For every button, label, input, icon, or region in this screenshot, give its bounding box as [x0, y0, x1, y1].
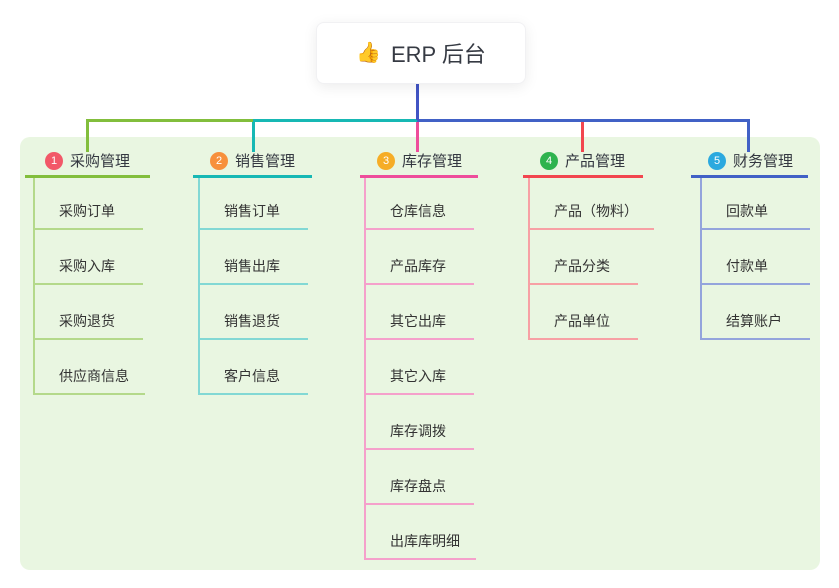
connector-bus-mid [253, 119, 419, 122]
branch-head-finance[interactable]: 5 财务管理 [708, 150, 793, 171]
child-node[interactable]: 其它出库 [366, 285, 474, 340]
branch-underline [360, 175, 478, 178]
child-node[interactable]: 采购入库 [35, 230, 143, 285]
branch-children-purchase: 采购订单采购入库采购退货供应商信息 [33, 178, 145, 395]
child-node[interactable]: 付款单 [702, 230, 810, 285]
branch-underline [25, 175, 150, 178]
branch-title-product: 产品管理 [565, 153, 626, 170]
child-node[interactable]: 销售出库 [200, 230, 308, 285]
branch-head-sales[interactable]: 2 销售管理 [210, 150, 295, 171]
branch-title-inventory: 库存管理 [402, 153, 463, 170]
child-node[interactable]: 采购退货 [35, 285, 143, 340]
child-node[interactable]: 客户信息 [200, 340, 308, 395]
root-node[interactable]: 👍 ERP 后台 [316, 22, 526, 84]
badge-1-icon: 1 [45, 151, 63, 170]
child-node[interactable]: 采购订单 [35, 178, 143, 230]
branch-underline [523, 175, 643, 178]
badge-5-icon: 5 [708, 151, 726, 170]
branch-title-sales: 销售管理 [235, 153, 296, 170]
child-node[interactable]: 其它入库 [366, 340, 474, 395]
connector-drop-inventory [416, 122, 419, 152]
connector-root-line [416, 82, 419, 120]
branch-children-sales: 销售订单销售出库销售退货客户信息 [198, 178, 308, 395]
branch-underline [193, 175, 312, 178]
connector-drop-sales [252, 119, 255, 152]
root-title: ERP 后台 [390, 42, 486, 67]
child-node[interactable]: 出库库明细 [366, 505, 476, 560]
connector-drop-purchase [86, 119, 89, 152]
branch-head-product[interactable]: 4 产品管理 [540, 150, 625, 171]
branch-children-inventory: 仓库信息产品库存其它出库其它入库库存调拨库存盘点出库库明细 [364, 178, 476, 560]
connector-drop-finance [747, 119, 750, 152]
child-node[interactable]: 结算账户 [702, 285, 810, 340]
child-node[interactable]: 供应商信息 [35, 340, 145, 395]
thumbs-up-icon: 👍 [356, 42, 381, 64]
child-node[interactable]: 仓库信息 [366, 178, 474, 230]
child-node[interactable]: 产品库存 [366, 230, 474, 285]
child-node[interactable]: 销售退货 [200, 285, 308, 340]
branches-panel [20, 137, 820, 570]
branch-head-inventory[interactable]: 3 库存管理 [377, 150, 462, 171]
badge-4-icon: 4 [540, 151, 558, 170]
child-node[interactable]: 库存调拨 [366, 395, 474, 450]
branch-children-finance: 回款单付款单结算账户 [700, 178, 810, 340]
connector-bus-right [417, 119, 750, 122]
connector-drop-product [581, 119, 584, 152]
connector-bus-left [87, 119, 253, 122]
badge-2-icon: 2 [210, 151, 228, 170]
badge-3-icon: 3 [377, 151, 395, 170]
branch-underline [691, 175, 808, 178]
child-node[interactable]: 产品单位 [530, 285, 638, 340]
child-node[interactable]: 库存盘点 [366, 450, 474, 505]
child-node[interactable]: 产品（物料） [530, 178, 654, 230]
branch-head-purchase[interactable]: 1 采购管理 [45, 150, 130, 171]
child-node[interactable]: 销售订单 [200, 178, 308, 230]
branch-title-purchase: 采购管理 [70, 153, 131, 170]
child-node[interactable]: 回款单 [702, 178, 810, 230]
child-node[interactable]: 产品分类 [530, 230, 638, 285]
branch-title-finance: 财务管理 [733, 153, 794, 170]
branch-children-product: 产品（物料）产品分类产品单位 [528, 178, 654, 340]
